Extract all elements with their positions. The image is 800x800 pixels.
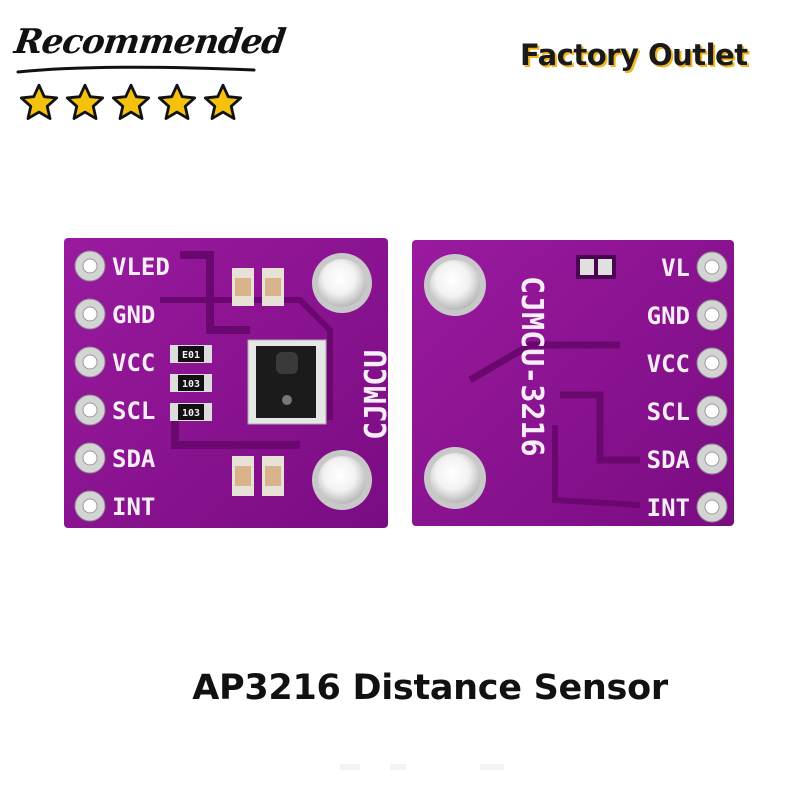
pin-label: SCL xyxy=(647,398,690,426)
pin-label: VCC xyxy=(112,349,155,377)
pin-label: SDA xyxy=(112,445,156,473)
star-icon xyxy=(157,83,197,120)
right-sensor-board: CJMCU-3216 VL GND VCC SCL SDA INT xyxy=(412,240,734,526)
pin-label: SDA xyxy=(647,446,691,474)
pin-label: VCC xyxy=(647,350,690,378)
pin-hole xyxy=(704,451,720,467)
pin-hole xyxy=(704,403,720,419)
right-board-silkscreen: CJMCU-3216 xyxy=(514,276,549,457)
pin-label: VLED xyxy=(112,253,170,281)
pin-hole xyxy=(704,259,720,275)
resistor-label: E01 xyxy=(182,350,200,361)
pin-label: SCL xyxy=(112,397,155,425)
pin-hole xyxy=(704,355,720,371)
ap3216-sensor-chip xyxy=(247,339,327,425)
pin-label: INT xyxy=(112,493,155,521)
pin-hole xyxy=(82,450,98,466)
background-smudge xyxy=(340,764,504,770)
factory-outlet-label: Factory Outlet xyxy=(520,38,748,72)
capacitor-group xyxy=(232,268,284,496)
solder-jumper-pads xyxy=(576,255,616,279)
pin-hole xyxy=(82,354,98,370)
pin-label: GND xyxy=(647,302,690,330)
pin-label: VL xyxy=(661,254,690,282)
pin-hole xyxy=(704,499,720,515)
pin-hole xyxy=(82,498,98,514)
badge-underline xyxy=(16,65,256,74)
pin-hole xyxy=(82,258,98,274)
pin-hole xyxy=(82,306,98,322)
star-icon xyxy=(111,83,151,120)
pin-label: INT xyxy=(647,494,690,522)
left-board-silkscreen: CJMCU xyxy=(359,350,394,440)
left-sensor-board: E01 103 103 CJMCU VLED GND VCC SCL SDA INT xyxy=(64,238,394,528)
star-icon xyxy=(203,83,243,120)
product-caption: AP3216 Distance Sensor xyxy=(192,668,668,708)
pin-hole xyxy=(82,402,98,418)
resistor-label: 103 xyxy=(182,408,200,419)
rating-stars xyxy=(18,82,244,126)
resistor-label: 103 xyxy=(182,379,200,390)
pin-label: GND xyxy=(112,301,155,329)
right-pin-header: VL GND VCC SCL SDA INT xyxy=(647,251,728,523)
star-icon xyxy=(65,83,105,120)
star-icon xyxy=(19,83,59,120)
pin-hole xyxy=(704,307,720,323)
resistor-group: E01 103 103 xyxy=(170,345,212,421)
left-pin-header: VLED GND VCC SCL SDA INT xyxy=(74,250,170,522)
